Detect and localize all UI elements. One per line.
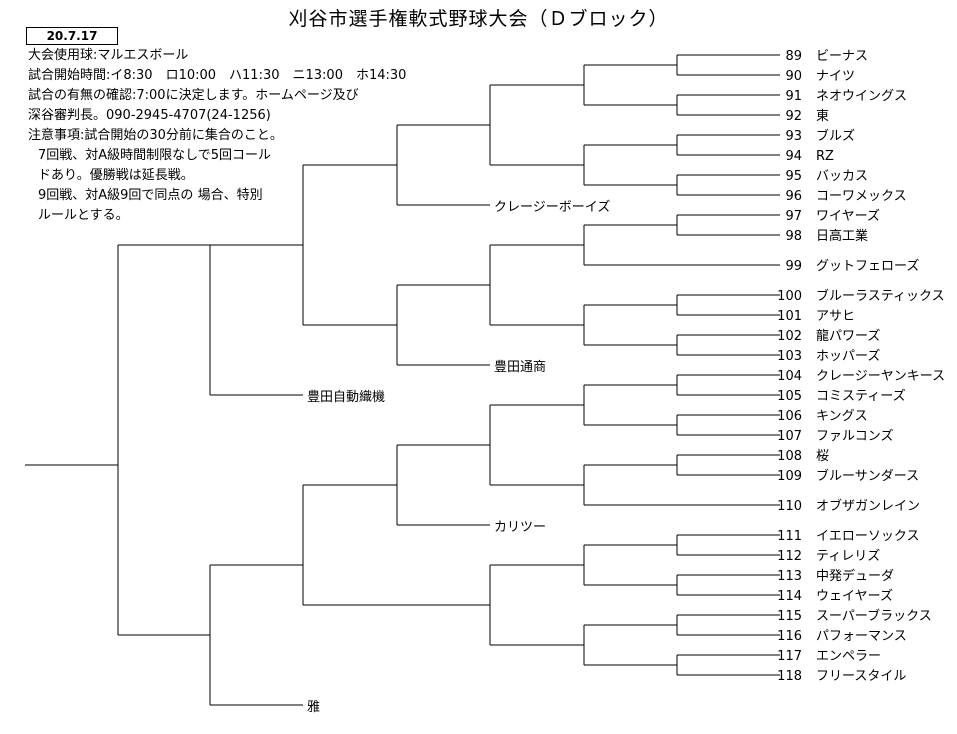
team-name: コミスティーズ [816, 388, 906, 404]
note-ball: 大会使用球:マルエスボール [28, 48, 189, 63]
winner-label: カリツー [494, 520, 546, 535]
team-name: コーワメックス [816, 189, 907, 204]
date-box: 20.7.17 [26, 27, 118, 45]
team-labels: 89 ビーナス 90 ナイツ 91 ネオウイングス 92 東 93 ブルズ 94 RZ 95 バッカス 96… [777, 49, 945, 684]
team-number: 95 [785, 169, 802, 184]
winner-labels: クレージーボーイズ 豊田通商 豊田自動織機 カリツー 雅 [307, 199, 610, 715]
team-name: ウェイヤーズ [816, 588, 893, 604]
team-number: 97 [785, 209, 802, 224]
team-number: 114 [777, 589, 802, 604]
team-number: 90 [785, 69, 802, 84]
team-number: 91 [785, 89, 802, 104]
team-number: 107 [777, 429, 802, 444]
team-name: 東 [816, 108, 829, 124]
team-name: バッカス [816, 169, 868, 184]
team-number: 92 [785, 109, 802, 124]
note-rule-7: 7回戦、対A級時間制限なしで5回コール [38, 148, 272, 163]
team-number: 109 [777, 469, 802, 484]
team-number: 113 [777, 569, 802, 584]
winner-label: クレージーボーイズ [494, 199, 610, 215]
team-number: 108 [777, 449, 802, 464]
team-name: エンペラー [816, 649, 881, 664]
team-name: ティレリズ [816, 548, 880, 564]
winner-label: 雅 [307, 700, 320, 715]
team-number: 103 [777, 349, 802, 364]
note-rule-7-cont: ドあり。優勝戦は延長戦。 [38, 168, 194, 183]
winner-label: 豊田自動織機 [307, 390, 385, 405]
note-contact: 深谷審判長。090-2945-4707(24-1256) [28, 108, 271, 123]
team-name: パフォーマンス [816, 629, 907, 644]
team-name: 桜 [816, 449, 829, 464]
bracket-lines [25, 54, 780, 706]
team-name: 龍パワーズ [816, 328, 880, 344]
note-rule-9-cont: ルールとする。 [38, 208, 129, 223]
team-number: 96 [785, 189, 802, 204]
team-name: イエローソックス [816, 529, 919, 544]
team-name: ブルーラスティックス [816, 288, 945, 304]
note-rule-9: 9回戦、対A級9回で同点の 場合、特別 [38, 188, 263, 203]
page-title: 刈谷市選手権軟式野球大会（Ｄブロック） [288, 8, 669, 30]
team-name: アサヒ [816, 309, 855, 324]
team-number: 98 [785, 229, 802, 244]
team-number: 101 [777, 309, 802, 324]
team-number: 115 [777, 609, 802, 624]
team-number: 89 [785, 49, 802, 64]
team-name: ネオウイングス [816, 89, 907, 104]
note-caution: 注意事項:試合開始の30分前に集合のこと。 [28, 128, 283, 143]
team-name: ナイツ [816, 69, 855, 84]
team-name: スーパーブラックス [816, 608, 932, 624]
team-name: フリースタイル [816, 669, 906, 684]
team-name: RZ [816, 149, 834, 164]
team-number: 105 [777, 389, 802, 404]
team-number: 111 [777, 529, 802, 544]
notes-block: 大会使用球:マルエスボール 試合開始時間:イ8:30 ロ10:00 ハ11:30… [28, 46, 406, 226]
note-start-times: 試合開始時間:イ8:30 ロ10:00 ハ11:30 ニ13:00 ホ14:30 [28, 68, 407, 83]
team-number: 106 [777, 409, 802, 424]
team-number: 116 [777, 629, 802, 644]
team-name: ホッパーズ [816, 348, 880, 364]
team-number: 99 [785, 259, 802, 274]
team-name: オブザガンレイン [816, 498, 920, 514]
team-name: 中発デューダ [816, 568, 894, 584]
team-name: ファルコンズ [816, 428, 893, 444]
winner-label: 豊田通商 [494, 360, 546, 375]
team-number: 94 [785, 149, 802, 164]
team-number: 118 [777, 669, 802, 684]
team-name: キングス [816, 409, 868, 424]
team-number: 110 [777, 499, 802, 514]
team-name: ブルーサンダース [816, 468, 919, 484]
team-number: 112 [777, 549, 802, 564]
team-name: ワイヤーズ [816, 208, 880, 224]
team-number: 93 [785, 129, 802, 144]
note-confirmation: 試合の有無の確認:7:00に決定します。ホームページ及び [28, 88, 359, 103]
team-name: ビーナス [816, 49, 868, 64]
team-name: ブルズ [816, 128, 855, 144]
team-name: クレージーヤンキース [816, 369, 945, 384]
team-name: グットフェローズ [816, 258, 919, 274]
team-number: 100 [777, 289, 802, 304]
team-number: 117 [777, 649, 802, 664]
team-number: 102 [777, 329, 802, 344]
team-number: 104 [777, 369, 802, 384]
team-name: 日高工業 [816, 228, 868, 244]
